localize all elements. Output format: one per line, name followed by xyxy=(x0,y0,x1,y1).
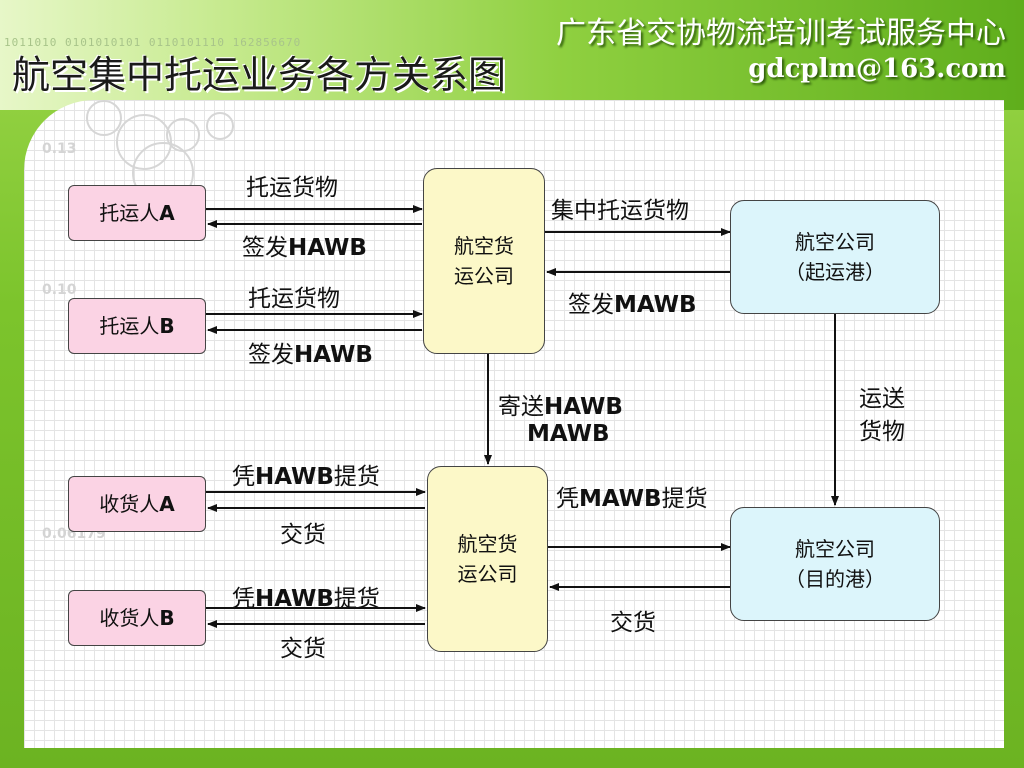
label-send-mawb: MAWB xyxy=(527,421,610,447)
contact-email: gdcplm@163.com xyxy=(748,54,1006,84)
label-mawb-pick: 凭MAWB提货 xyxy=(556,479,708,513)
label-cb-pick-post: 提货 xyxy=(333,586,380,612)
consignee-a-letter: A xyxy=(159,492,175,516)
label-cb-pick-en: HAWB xyxy=(255,586,334,612)
airline-origin-line2: （起运港） xyxy=(785,260,885,284)
decorative-number: 0.10 xyxy=(42,282,77,298)
label-a-issue-cn: 签发 xyxy=(242,235,288,261)
label-send-en1: HAWB xyxy=(544,394,623,420)
airline-origin-line1: 航空公司 xyxy=(795,230,875,254)
label-ca-deliver: 交货 xyxy=(280,522,326,548)
shipper-b-letter: B xyxy=(159,314,175,338)
label-b-issue-en: HAWB xyxy=(294,342,373,368)
airline-dest-line2: （目的港） xyxy=(785,567,885,591)
label-transport-line1: 运送 xyxy=(859,386,905,412)
consignee-b-letter: B xyxy=(159,606,175,630)
label-ca-pick-pre: 凭 xyxy=(232,464,255,490)
decorative-circle xyxy=(86,100,122,136)
label-b-issue-cn: 签发 xyxy=(248,342,294,368)
forwarder-dest-line1: 航空货 xyxy=(457,532,518,556)
forwarder-origin-line2: 运公司 xyxy=(454,264,514,288)
forwarder-origin-node: 航空货 运公司 xyxy=(423,168,545,354)
organization-name: 广东省交协物流培训考试服务中心 xyxy=(556,16,1006,51)
forwarder-dest-line2: 运公司 xyxy=(457,562,518,586)
label-ca-pick-post: 提货 xyxy=(333,464,380,490)
shipper-a-label: 托运人 xyxy=(99,201,160,225)
label-mawb-pick-en: MAWB xyxy=(579,486,662,512)
forwarder-origin-line1: 航空货 xyxy=(454,234,514,258)
shipper-b-label: 托运人 xyxy=(99,314,160,338)
decorative-number: 0.13 xyxy=(42,141,77,157)
label-mawb-issue: 签发MAWB xyxy=(568,285,697,319)
label-mawb-pick-pre: 凭 xyxy=(556,486,579,512)
label-a-issue-en: HAWB xyxy=(288,235,367,261)
label-mawb-issue-cn: 签发 xyxy=(568,292,614,318)
label-cb-pick-pre: 凭 xyxy=(232,586,255,612)
label-b-issue: 签发HAWB xyxy=(248,335,373,369)
label-consolidated: 集中托运货物 xyxy=(551,198,689,224)
label-b-ship: 托运货物 xyxy=(248,286,340,312)
forwarder-dest-node: 航空货 运公司 xyxy=(427,466,548,652)
consignee-b-label: 收货人 xyxy=(99,606,160,630)
label-dest-deliver: 交货 xyxy=(610,610,656,636)
label-send-cn: 寄送 xyxy=(498,394,544,420)
label-ca-pick: 凭HAWB提货 xyxy=(232,457,380,491)
label-mawb-issue-en: MAWB xyxy=(614,292,697,318)
decorative-binary-text: 1011010 0101010101 0110101110 162856670 xyxy=(4,36,302,49)
slide-title: 航空集中托运业务各方关系图 xyxy=(12,53,507,97)
airline-dest-node: 航空公司 （目的港） xyxy=(730,507,940,621)
label-a-issue: 签发HAWB xyxy=(242,228,367,262)
airline-origin-node: 航空公司 （起运港） xyxy=(730,200,940,314)
label-transport-line2: 货物 xyxy=(859,419,905,445)
label-send: 寄送HAWB xyxy=(498,387,623,421)
label-a-ship: 托运货物 xyxy=(246,175,338,201)
consignee-a-label: 收货人 xyxy=(99,492,160,516)
header-band xyxy=(0,0,1024,110)
airline-dest-line1: 航空公司 xyxy=(795,537,875,561)
label-cb-deliver: 交货 xyxy=(280,636,326,662)
label-ca-pick-en: HAWB xyxy=(255,464,334,490)
decorative-circle xyxy=(206,112,234,140)
label-cb-pick: 凭HAWB提货 xyxy=(232,579,380,613)
label-mawb-pick-post: 提货 xyxy=(661,486,708,512)
shipper-a-letter: A xyxy=(159,201,175,225)
